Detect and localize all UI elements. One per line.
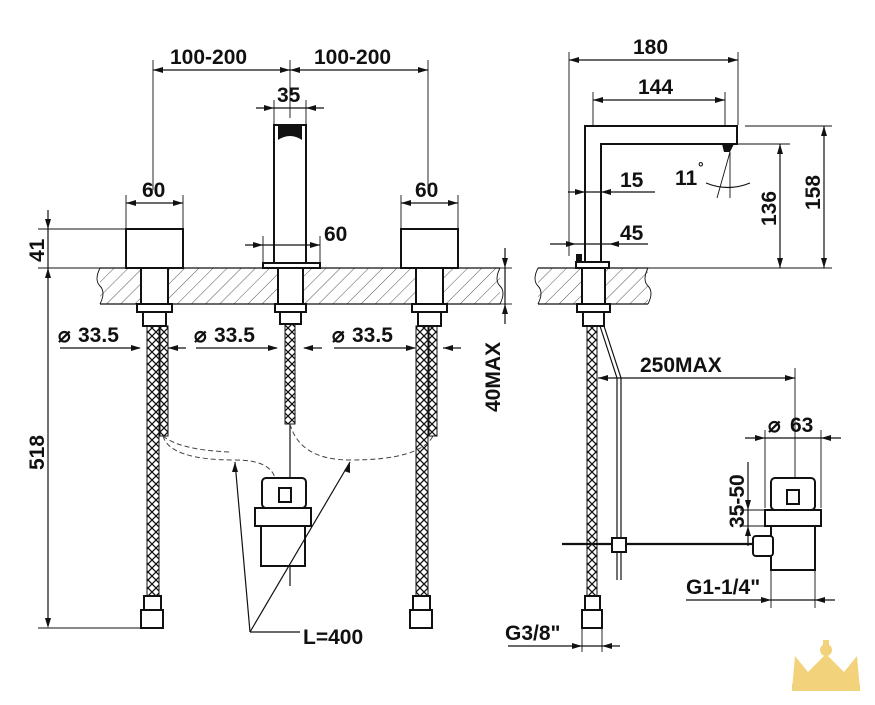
dim-hole-dia-right: 33.5: [352, 324, 393, 347]
dim-hole-dia-left: 33.5: [78, 324, 119, 347]
side-view: 180 144 15 11 ° 45 136 158 250MAX ⌀ 63 3…: [505, 36, 841, 652]
dim-hose-thread: G3/8": [505, 622, 560, 645]
dim-spout-thickness: 15: [620, 169, 644, 192]
dim-hole-right: ⌀ 33.5: [332, 324, 393, 347]
dim-spacing-left: 100-200: [170, 46, 247, 69]
dim-handle-height: 41: [26, 238, 49, 262]
side-dimensions: [508, 52, 841, 652]
crown-logo: [792, 640, 860, 691]
dim-handle-width-right: 60: [415, 179, 438, 202]
diameter-symbol: ⌀: [332, 324, 345, 347]
degree-symbol: °: [698, 159, 704, 175]
dim-hole-mid: ⌀ 33.5: [194, 324, 255, 347]
dim-hole-left: ⌀ 33.5: [58, 324, 119, 347]
diameter-symbol: ⌀: [768, 414, 781, 437]
dim-waste-thickness: 35-50: [726, 474, 749, 528]
diameter-symbol: ⌀: [58, 324, 71, 347]
dim-deck-thickness: 40MAX: [482, 342, 505, 412]
front-cables: [162, 423, 434, 479]
dim-spout-width: 35: [277, 84, 301, 107]
side-spout: [575, 125, 738, 327]
dim-spout-angle-group: 11 °: [675, 159, 704, 190]
dim-total-height: 158: [802, 175, 825, 210]
dim-spout-base-width: 60: [324, 223, 347, 246]
side-waste: [562, 477, 822, 571]
front-spout: [262, 124, 321, 325]
dim-spout-depth: 180: [633, 36, 668, 59]
left-handle: [125, 228, 184, 327]
front-dimensions: [38, 60, 512, 633]
dim-outlet-height: 136: [758, 191, 781, 226]
dim-base-side: 45: [620, 222, 644, 245]
dim-waste-dia-group: ⌀ 63: [768, 414, 813, 437]
dim-waste-dia: 63: [790, 414, 813, 437]
dim-waste-thread: G1-1/4": [686, 576, 760, 599]
dim-spacing-right: 100-200: [314, 46, 391, 69]
dim-cable-length: L=400: [303, 626, 363, 649]
dim-spout-reach: 144: [638, 76, 673, 99]
dim-handle-width-left: 60: [142, 179, 165, 202]
dim-waste-reach: 250MAX: [640, 354, 722, 377]
front-waste: [254, 477, 312, 586]
front-view: 100-200 100-200 35 60 60 60 41 518 ⌀ 33.…: [26, 46, 512, 649]
dim-hole-dia-mid: 33.5: [214, 324, 255, 347]
side-hoses: [581, 325, 622, 629]
dim-hose-length: 518: [26, 435, 49, 470]
front-hoses: [140, 323, 438, 629]
right-handle: [400, 228, 459, 327]
dim-spout-angle: 11: [675, 167, 698, 190]
diameter-symbol: ⌀: [194, 324, 207, 347]
